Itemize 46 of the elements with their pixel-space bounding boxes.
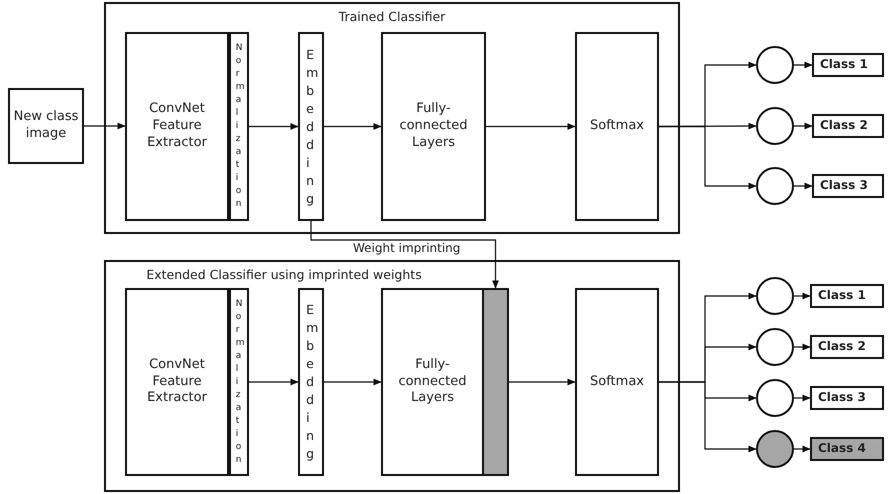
process-box: ConvNet Feature Extractor <box>125 288 229 476</box>
output-label-box: Class 3 <box>810 386 884 410</box>
output-node-circle <box>756 328 794 366</box>
process-box: Normalization <box>229 32 249 221</box>
process-box: Softmax <box>575 288 659 476</box>
arrow <box>249 378 299 386</box>
process-box: Embedding <box>298 32 324 221</box>
process-box: Fully-connected Layers <box>381 288 484 476</box>
arrow <box>794 62 813 68</box>
output-node-circle <box>756 379 794 417</box>
output-label-box: Class 3 <box>812 174 884 198</box>
group-title: Trained Classifier <box>338 9 446 26</box>
arrow <box>249 123 299 130</box>
arrow <box>794 344 811 350</box>
output-node-circle <box>756 277 794 315</box>
group-title: Extended Classifier using imprinted weights <box>146 267 422 284</box>
output-node-circle <box>756 430 794 468</box>
process-box: Fully-connected Layers <box>381 32 486 221</box>
output-node-circle <box>756 167 794 205</box>
arrow <box>84 122 126 130</box>
arrow <box>794 446 811 452</box>
output-node-circle <box>756 46 794 84</box>
imprinted-weight-bar <box>482 288 509 476</box>
arrow <box>659 126 757 190</box>
arrow <box>794 182 813 190</box>
output-label-box: Class 2 <box>812 114 884 138</box>
arrow <box>794 394 811 402</box>
process-box: Normalization <box>229 288 249 476</box>
edge-label: Weight imprinting <box>351 241 462 255</box>
process-box: ConvNet Feature Extractor <box>125 32 229 221</box>
output-node-circle <box>756 107 794 145</box>
output-label-box: Class 2 <box>810 335 884 359</box>
output-label-box: Class 4 <box>810 437 884 461</box>
process-box: New class image <box>8 88 84 164</box>
output-label-box: Class 1 <box>812 53 884 77</box>
arrow <box>324 378 382 386</box>
arrow <box>794 292 811 300</box>
output-label-box: Class 1 <box>810 284 884 308</box>
arrow <box>509 378 576 386</box>
arrow <box>659 381 757 452</box>
arrow <box>486 123 576 130</box>
arrow <box>324 123 382 130</box>
process-box: Embedding <box>298 288 324 476</box>
arrow <box>310 221 499 289</box>
arrow <box>794 122 813 130</box>
process-box: Softmax <box>575 32 659 221</box>
